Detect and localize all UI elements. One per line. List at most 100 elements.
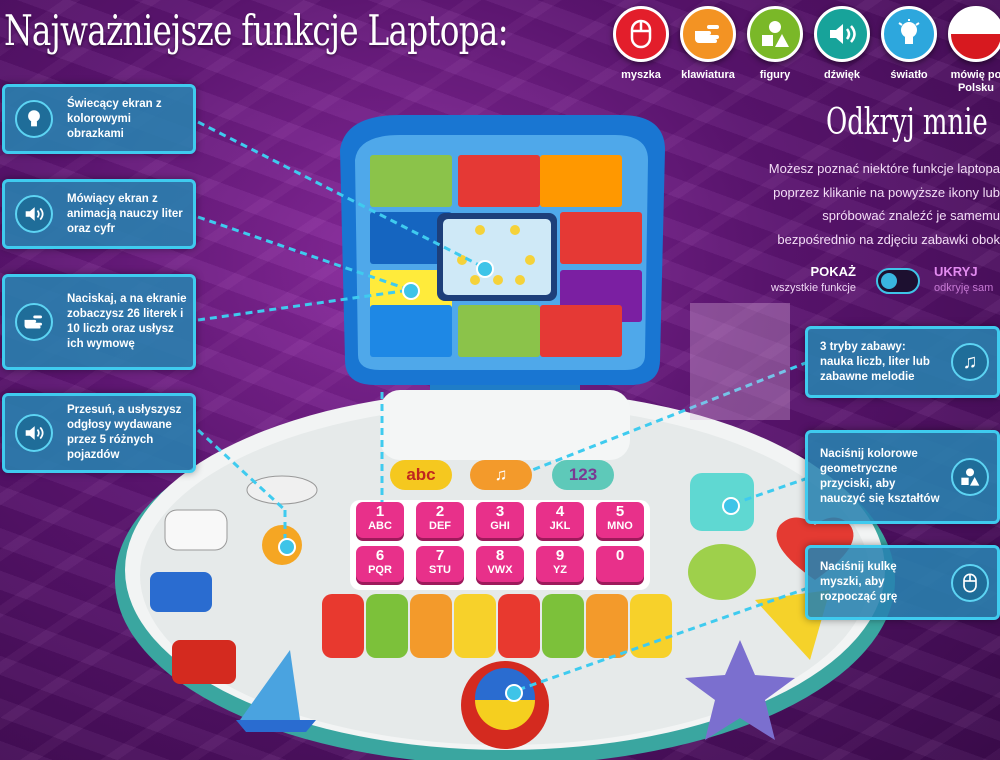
key-number: 4: [555, 503, 565, 520]
discover-heading: Odkryj mnie: [826, 102, 988, 143]
key-letters: YZ: [552, 564, 568, 576]
piano-key[interactable]: [322, 594, 364, 658]
numbers-mode-button[interactable]: 123: [552, 460, 614, 490]
screen-segment: [370, 305, 452, 357]
key-number: 8: [495, 547, 505, 564]
keypad-key[interactable]: 0: [596, 546, 644, 582]
key-letters: DEF: [429, 520, 451, 532]
mouse-button[interactable]: myszka: [606, 6, 676, 82]
key-number: 7: [435, 547, 445, 564]
feature-box-vehicles[interactable]: Przesuń, a usłyszysz odgłosy wydawane pr…: [2, 393, 196, 473]
bulb-icon: [881, 6, 937, 62]
feature-icon-row: myszka klawiatura figury dźwięk światło …: [606, 6, 1000, 106]
key-number: 5: [615, 503, 625, 520]
polish-flag-icon: [948, 6, 1000, 62]
feature-box-text: Naciśnij kolorowe geometryczne przyciski…: [820, 448, 940, 505]
piano-key[interactable]: [410, 594, 452, 658]
screen-segment: [540, 155, 622, 207]
shapes-button-label: figury: [759, 69, 791, 81]
polish-button[interactable]: mówię po Polsku: [941, 6, 1000, 95]
polish-button-label: mówię po Polsku: [950, 69, 1000, 94]
feature-box-mouse-game[interactable]: Naciśnij kulkę myszki, aby rozpocząć grę: [805, 545, 1000, 620]
piano-key[interactable]: [586, 594, 628, 658]
sound-button-label: dźwięk: [823, 69, 861, 81]
feature-box-text: Naciskaj, a na ekranie zobaczysz 26 lite…: [67, 293, 187, 350]
feature-box-talking-screen[interactable]: Mówiący ekran z animacją nauczy liter or…: [2, 179, 196, 249]
screen-segment: [458, 155, 540, 207]
mouse-ball-hotspot[interactable]: [505, 684, 523, 702]
music-note-icon: ♫: [951, 343, 989, 381]
key-letters: VWX: [487, 564, 513, 576]
piano-key[interactable]: [630, 594, 672, 658]
shapes-icon: [951, 458, 989, 496]
sound-button[interactable]: dźwięk: [807, 6, 877, 82]
key-letters: PQR: [368, 564, 392, 576]
shape-button-hotspot[interactable]: [722, 497, 740, 515]
light-button-label: światło: [890, 69, 928, 81]
speaker-icon: [15, 195, 53, 233]
feature-box-play-modes[interactable]: ♫ 3 tryby zabawy: nauka liczb, liter lub…: [805, 326, 1000, 398]
screen-segment: [370, 212, 452, 264]
shapes-icon: [747, 6, 803, 62]
key-number: 0: [615, 547, 625, 564]
melody-mode-button[interactable]: ♫: [470, 460, 532, 490]
discover-line: Możesz poznać niektóre funkcje laptopa: [768, 161, 1000, 176]
hide-sublabel: odkryję sam: [934, 282, 994, 294]
piano-key[interactable]: [366, 594, 408, 658]
screen-segment: [458, 305, 540, 357]
keyboard-button[interactable]: klawiatura: [673, 6, 743, 82]
show-label: POKAŻ: [810, 264, 857, 279]
show-hide-toggle[interactable]: [876, 268, 920, 294]
keyboard-button-label: klawiatura: [681, 69, 735, 81]
key-number: 9: [555, 547, 565, 564]
mouse-icon: [613, 6, 669, 62]
key-number: 6: [375, 547, 385, 564]
hand-icon: [680, 6, 736, 62]
animation-hotspot[interactable]: [402, 282, 420, 300]
feature-box-shapes[interactable]: Naciśnij kolorowe geometryczne przyciski…: [805, 430, 1000, 524]
vehicle-slider-hotspot[interactable]: [278, 538, 296, 556]
show-hide-toggle-group: POKAŻ wszystkie funkcje UKRYJ odkryję sa…: [760, 262, 1000, 302]
discover-line: poprzez klikanie na powyższe ikony lub: [773, 184, 1000, 200]
light-button[interactable]: światło: [874, 6, 944, 82]
feature-box-text: 3 tryby zabawy: nauka liczb, liter lub z…: [820, 340, 930, 383]
feature-box-text: Przesuń, a usłyszysz odgłosy wydawane pr…: [67, 404, 182, 461]
hand-icon: [15, 303, 53, 341]
discover-line: bezpośrednio na zdjęciu zabawki obok: [777, 231, 1000, 247]
piano-key[interactable]: [542, 594, 584, 658]
mouse-button-label: myszka: [621, 69, 661, 81]
feature-box-letters[interactable]: Naciskaj, a na ekranie zobaczysz 26 lite…: [2, 274, 196, 370]
screen-segment: [560, 270, 642, 322]
show-sublabel: wszystkie funkcje: [771, 282, 856, 294]
shapes-button[interactable]: figury: [740, 6, 810, 82]
screen-hotspot[interactable]: [476, 260, 494, 278]
key-letters: ABC: [368, 520, 392, 532]
piano-key[interactable]: [454, 594, 496, 658]
hide-label: UKRYJ: [934, 264, 978, 279]
page-title: Najważniejsze funkcje Laptopa:: [4, 6, 509, 55]
key-letters: GHI: [490, 520, 510, 532]
speaker-icon: [15, 414, 53, 452]
piano-key[interactable]: [498, 594, 540, 658]
abc-mode-button[interactable]: abc: [390, 460, 452, 490]
discover-line: spróbować znaleźć je samemu: [822, 208, 1000, 223]
screen-segment: [370, 155, 452, 207]
key-letters: MNO: [607, 520, 633, 532]
key-number: 3: [495, 503, 505, 520]
feature-box-glowing-screen[interactable]: Świecący ekran z kolorowymi obrazkami: [2, 84, 196, 154]
mouse-icon: [951, 563, 989, 602]
key-letters: JKL: [549, 520, 571, 532]
bulb-icon: [15, 100, 53, 138]
toy-screen: [370, 155, 642, 357]
toggle-knob: [881, 273, 897, 289]
key-number: 1: [375, 503, 385, 520]
